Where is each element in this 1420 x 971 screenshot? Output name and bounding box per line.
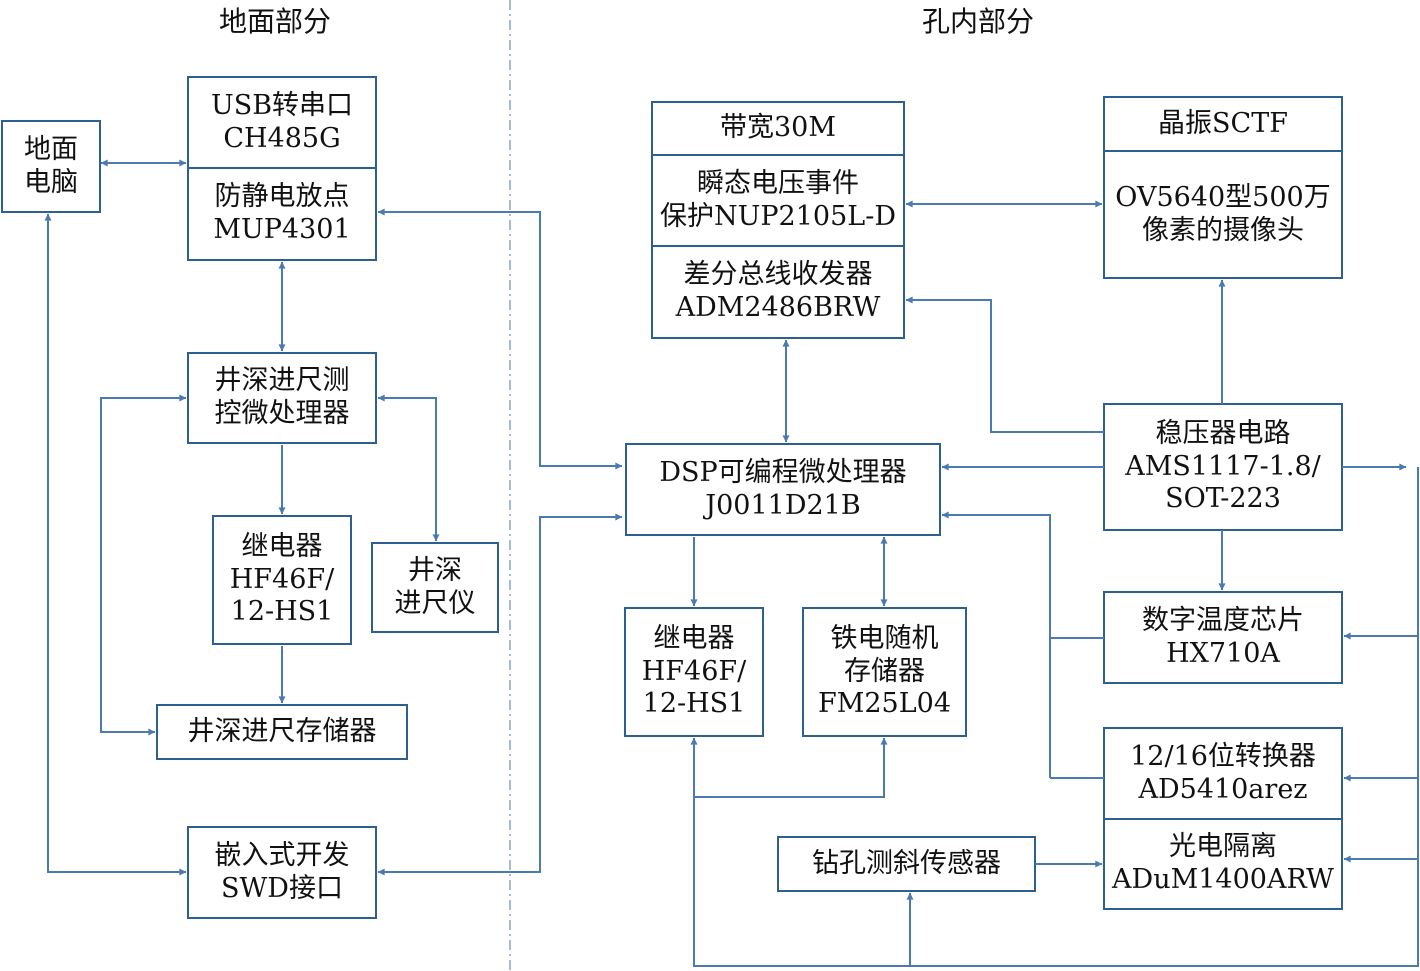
label-camera: OV5640型500万像素的摄像头 [1115, 181, 1331, 246]
label-depth-mcu: 井深进尺测控微处理器 [214, 365, 350, 429]
wire-mcu-depthmeter [377, 394, 440, 542]
label-depth-storage: 井深进尺存储器 [187, 715, 377, 747]
box-relay-ground [212, 515, 352, 645]
box-dsp [625, 443, 941, 536]
box-relay-hole [624, 607, 764, 737]
box-transceiver-stack [651, 101, 905, 339]
section-ground-title: 地面部分 [219, 5, 332, 38]
section-downhole-title: 孔内部分 [922, 5, 1035, 38]
wire-bus-relay-fram [690, 737, 888, 798]
box-ground-pc [1, 120, 101, 213]
wire-swd-dsp [377, 513, 623, 876]
wire-temp-adc-dsp [941, 511, 1104, 639]
box-fram [802, 607, 967, 737]
label-tvs: 瞬态电压事件保护NUP2105L-D [660, 167, 896, 232]
label-bandwidth: 带宽30M [719, 112, 836, 144]
label-depth-meter: 井深进尺仪 [394, 554, 476, 619]
wire-bottom-bus [693, 467, 1419, 967]
box-camera-stack [1103, 96, 1343, 279]
box-swd [187, 826, 377, 919]
box-depth-storage [156, 704, 408, 760]
label-crystal: 晶振SCTF [1158, 107, 1288, 139]
wire-dsp-esd [377, 208, 623, 470]
wire-pc-swd [44, 213, 187, 876]
label-inclinometer: 钻孔测斜传感器 [812, 847, 1001, 879]
wire-regulator-transceiver [905, 296, 1104, 433]
label-ground-pc: 地面电脑 [24, 133, 78, 198]
box-regulator [1103, 403, 1343, 531]
box-depth-mcu [187, 352, 377, 444]
box-temp-chip [1103, 591, 1343, 684]
wire-mcu-storage [100, 394, 187, 736]
